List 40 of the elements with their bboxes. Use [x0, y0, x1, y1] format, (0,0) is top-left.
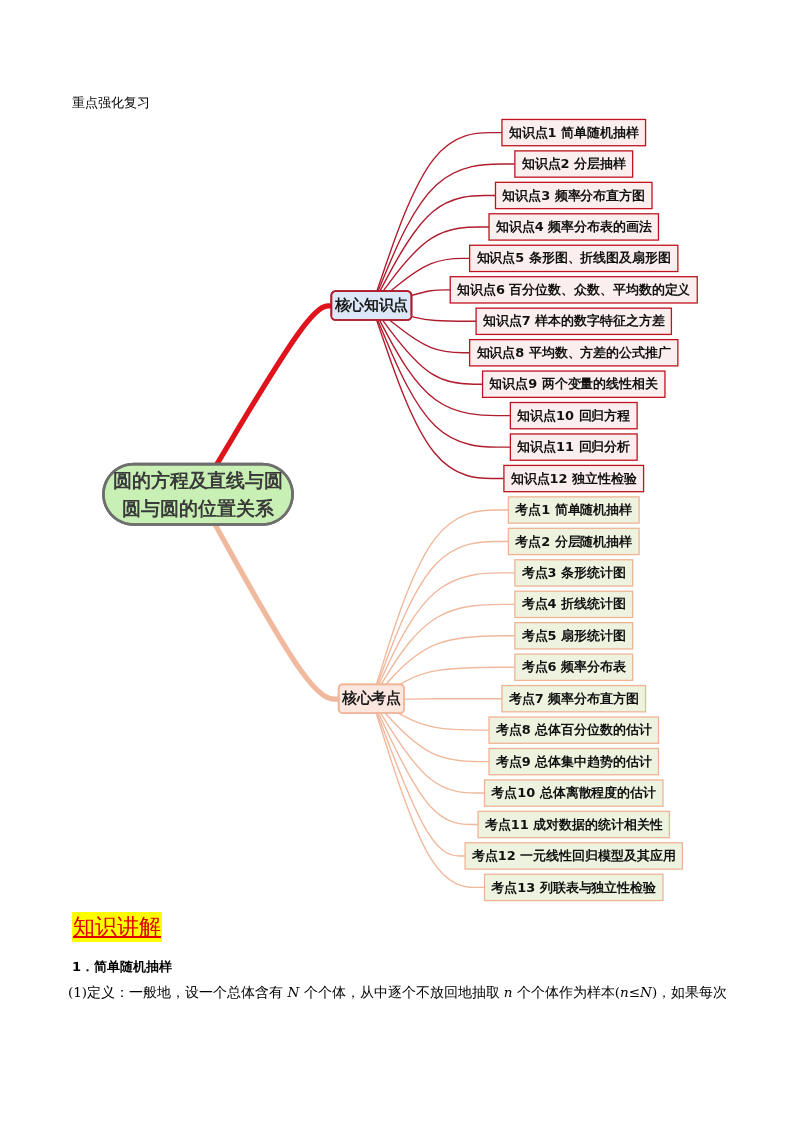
node-box: 考点4 折线统计图	[513, 590, 633, 619]
node-box: 知识点2 分层抽样	[513, 150, 633, 178]
connector	[388, 319, 470, 354]
node-box: 知识点4 频率分布表的画法	[488, 213, 659, 241]
connector	[388, 257, 470, 293]
node-box: 考点3 条形统计图	[513, 559, 633, 587]
node-box: 知识点1 简单随机抽样	[500, 118, 646, 147]
node-box: 考点8 总体百分位数的估计	[488, 716, 659, 744]
connector	[375, 712, 485, 889]
node-box: 知识点3 频率分布直方图	[494, 181, 653, 210]
connector	[375, 509, 509, 686]
subheading: 1．简单随机抽样	[72, 958, 173, 976]
node-box: 知识点9 两个变量的线性相关	[481, 370, 666, 398]
node-box: 知识点5 条形图、折线图及扇形图	[468, 244, 679, 273]
node-box: 考点10 总体离散程度的估计	[483, 779, 664, 807]
node-box: 考点13 列联表与独立性检验	[483, 873, 664, 902]
node-box: 知识点7 样本的数字特征之方差	[475, 307, 672, 336]
node-box: 考点5 扇形统计图	[513, 622, 633, 650]
connector	[376, 319, 511, 448]
node-box: 知识点10 回归方程	[509, 401, 638, 430]
connector	[381, 319, 483, 385]
section-heading: 知识讲解	[72, 912, 162, 942]
node-box: 知识点6 百分位数、众数、平均数的定义	[449, 276, 698, 304]
node-box: 考点11 成对数据的统计相关性	[477, 810, 670, 839]
connector	[378, 319, 511, 417]
node-box: 考点1 简单随机抽样	[507, 496, 640, 524]
node-box: 知识点12 独立性检验	[502, 464, 644, 493]
node-box: 考点2 分层随机抽样	[507, 527, 640, 556]
node-box: 知识点11 回归分析	[509, 433, 638, 461]
node-box: 考点7 频率分布直方图	[500, 684, 646, 713]
header-text: 重点强化复习	[72, 94, 150, 112]
paragraph: (1)定义：一般地，设一个总体含有 N 个个体，从中逐个不放回地抽取 n 个个体作为样本(n≤N)，如果每次	[68, 984, 728, 1002]
connector	[214, 303, 332, 466]
connector	[376, 540, 509, 686]
node-box: 考点6 频率分布表	[513, 653, 633, 682]
connector	[379, 712, 485, 794]
connector	[378, 194, 496, 293]
node-box: 知识点8 平均数、方差的公式推广	[468, 338, 679, 367]
node-box: 考点12 一元线性回归模型及其应用	[464, 842, 683, 870]
node-box: 考点9 总体集中趋势的估计	[488, 747, 659, 776]
